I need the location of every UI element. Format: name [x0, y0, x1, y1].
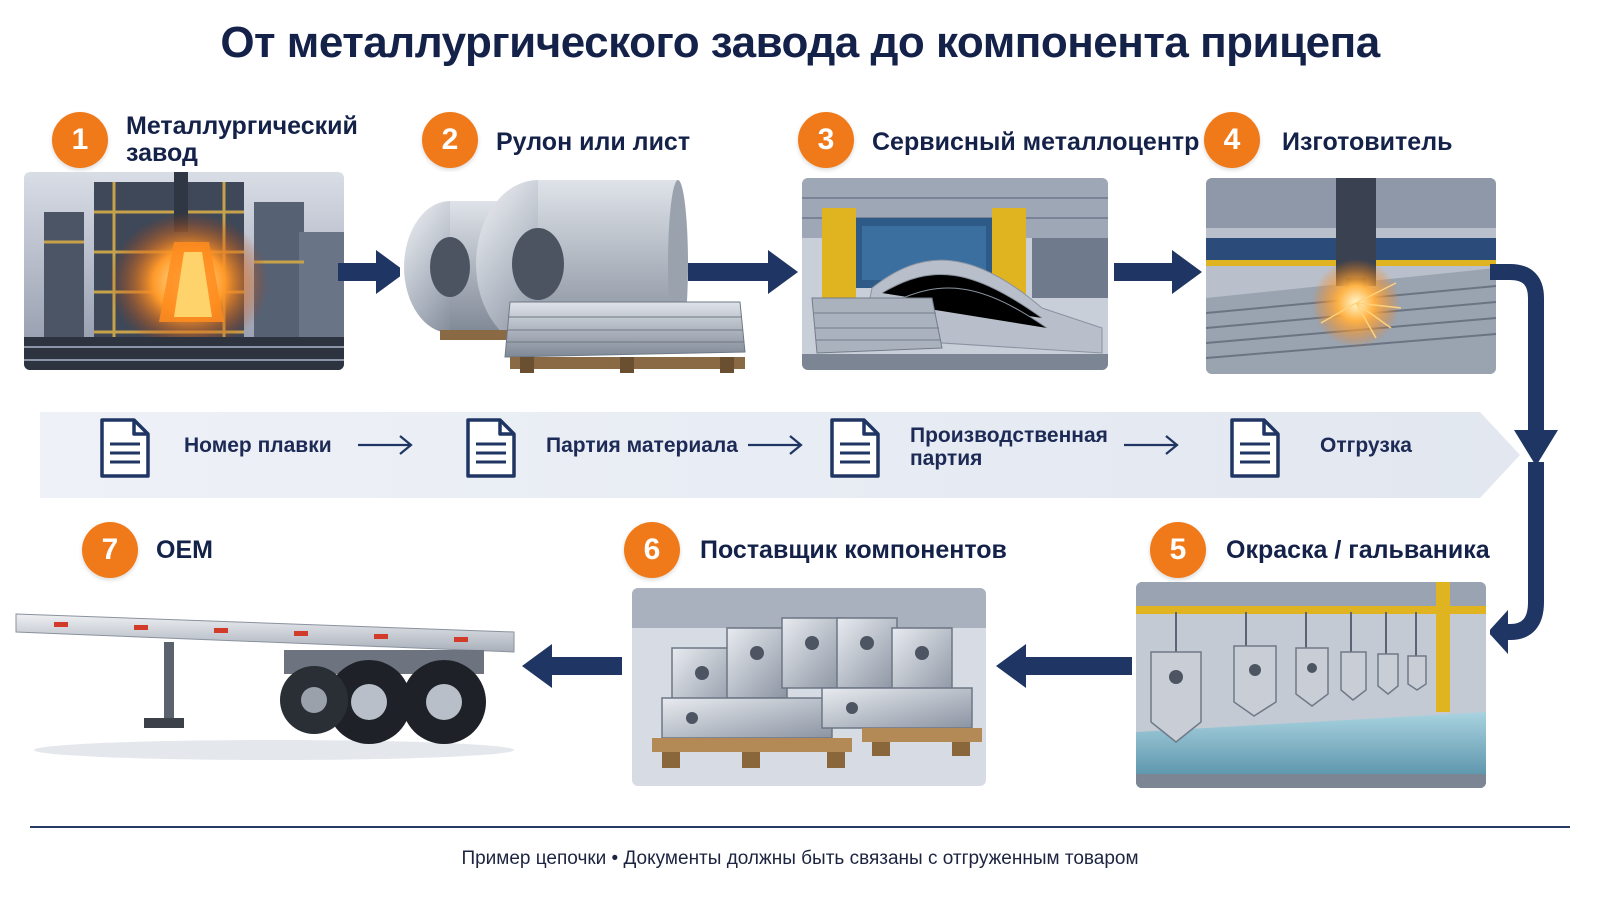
document-icon: [1230, 418, 1280, 478]
step-label: Сервисный металлоцентр: [872, 127, 1200, 156]
document-flow-arrow: [748, 435, 803, 455]
flow-arrow-left: [996, 644, 1132, 688]
step-number-badge: 7: [82, 522, 138, 578]
document-label: Номер плавки: [184, 434, 332, 457]
step-5: 5 Окраска / гальваника: [1150, 522, 1490, 578]
document-icon: [100, 418, 150, 478]
flow-arrow-right: [338, 250, 406, 294]
documents-band: [40, 412, 1520, 498]
step-label: Рулон или лист: [496, 127, 691, 156]
step-label: Металлургический завод: [126, 112, 358, 167]
step-number-badge: 5: [1150, 522, 1206, 578]
page-title: От металлургического завода до компонент…: [220, 18, 1380, 67]
flow-arrow-curve-down: [1490, 264, 1558, 654]
document-icon: [830, 418, 880, 478]
step-3: 3 Сервисный металлоцентр: [798, 112, 1199, 168]
step-2: 2 Рулон или лист: [422, 112, 690, 168]
step-4: 4 Изготовитель: [1204, 112, 1452, 168]
flow-arrow-right: [1114, 250, 1202, 294]
flow-arrow-left: [522, 644, 622, 688]
trailer-image: [14, 592, 520, 764]
step-label: Поставщик компонентов: [700, 535, 1007, 564]
component-supplier-image: [632, 588, 986, 786]
step-6: 6 Поставщик компонентов: [624, 522, 1007, 578]
document-icon: [466, 418, 516, 478]
service-center-image: [802, 178, 1108, 370]
step-label: Окраска / гальваника: [1226, 535, 1490, 564]
document-label: Отгрузка: [1320, 434, 1412, 457]
footer-divider: [30, 826, 1570, 828]
fabricator-laser-cutting-image: [1206, 178, 1496, 374]
step-number-badge: 3: [798, 112, 854, 168]
step-number-badge: 1: [52, 112, 108, 168]
document-label: Производственная партия: [910, 424, 1108, 470]
step-7: 7 OEM: [82, 522, 213, 578]
step-number-badge: 2: [422, 112, 478, 168]
coating-galvanizing-image: [1136, 582, 1486, 788]
steel-mill-image: [24, 172, 344, 370]
step-number-badge: 6: [624, 522, 680, 578]
step-number-badge: 4: [1204, 112, 1260, 168]
step-label: Изготовитель: [1282, 127, 1453, 156]
document-flow-arrow: [358, 435, 413, 455]
footer-note: Пример цепочки • Документы должны быть с…: [461, 848, 1139, 869]
document-label: Партия материала: [546, 434, 738, 457]
document-flow-arrow: [1124, 435, 1179, 455]
step-label: OEM: [156, 535, 213, 564]
flow-arrow-right: [688, 250, 798, 294]
step-1: 1 Металлургический завод: [52, 112, 358, 168]
